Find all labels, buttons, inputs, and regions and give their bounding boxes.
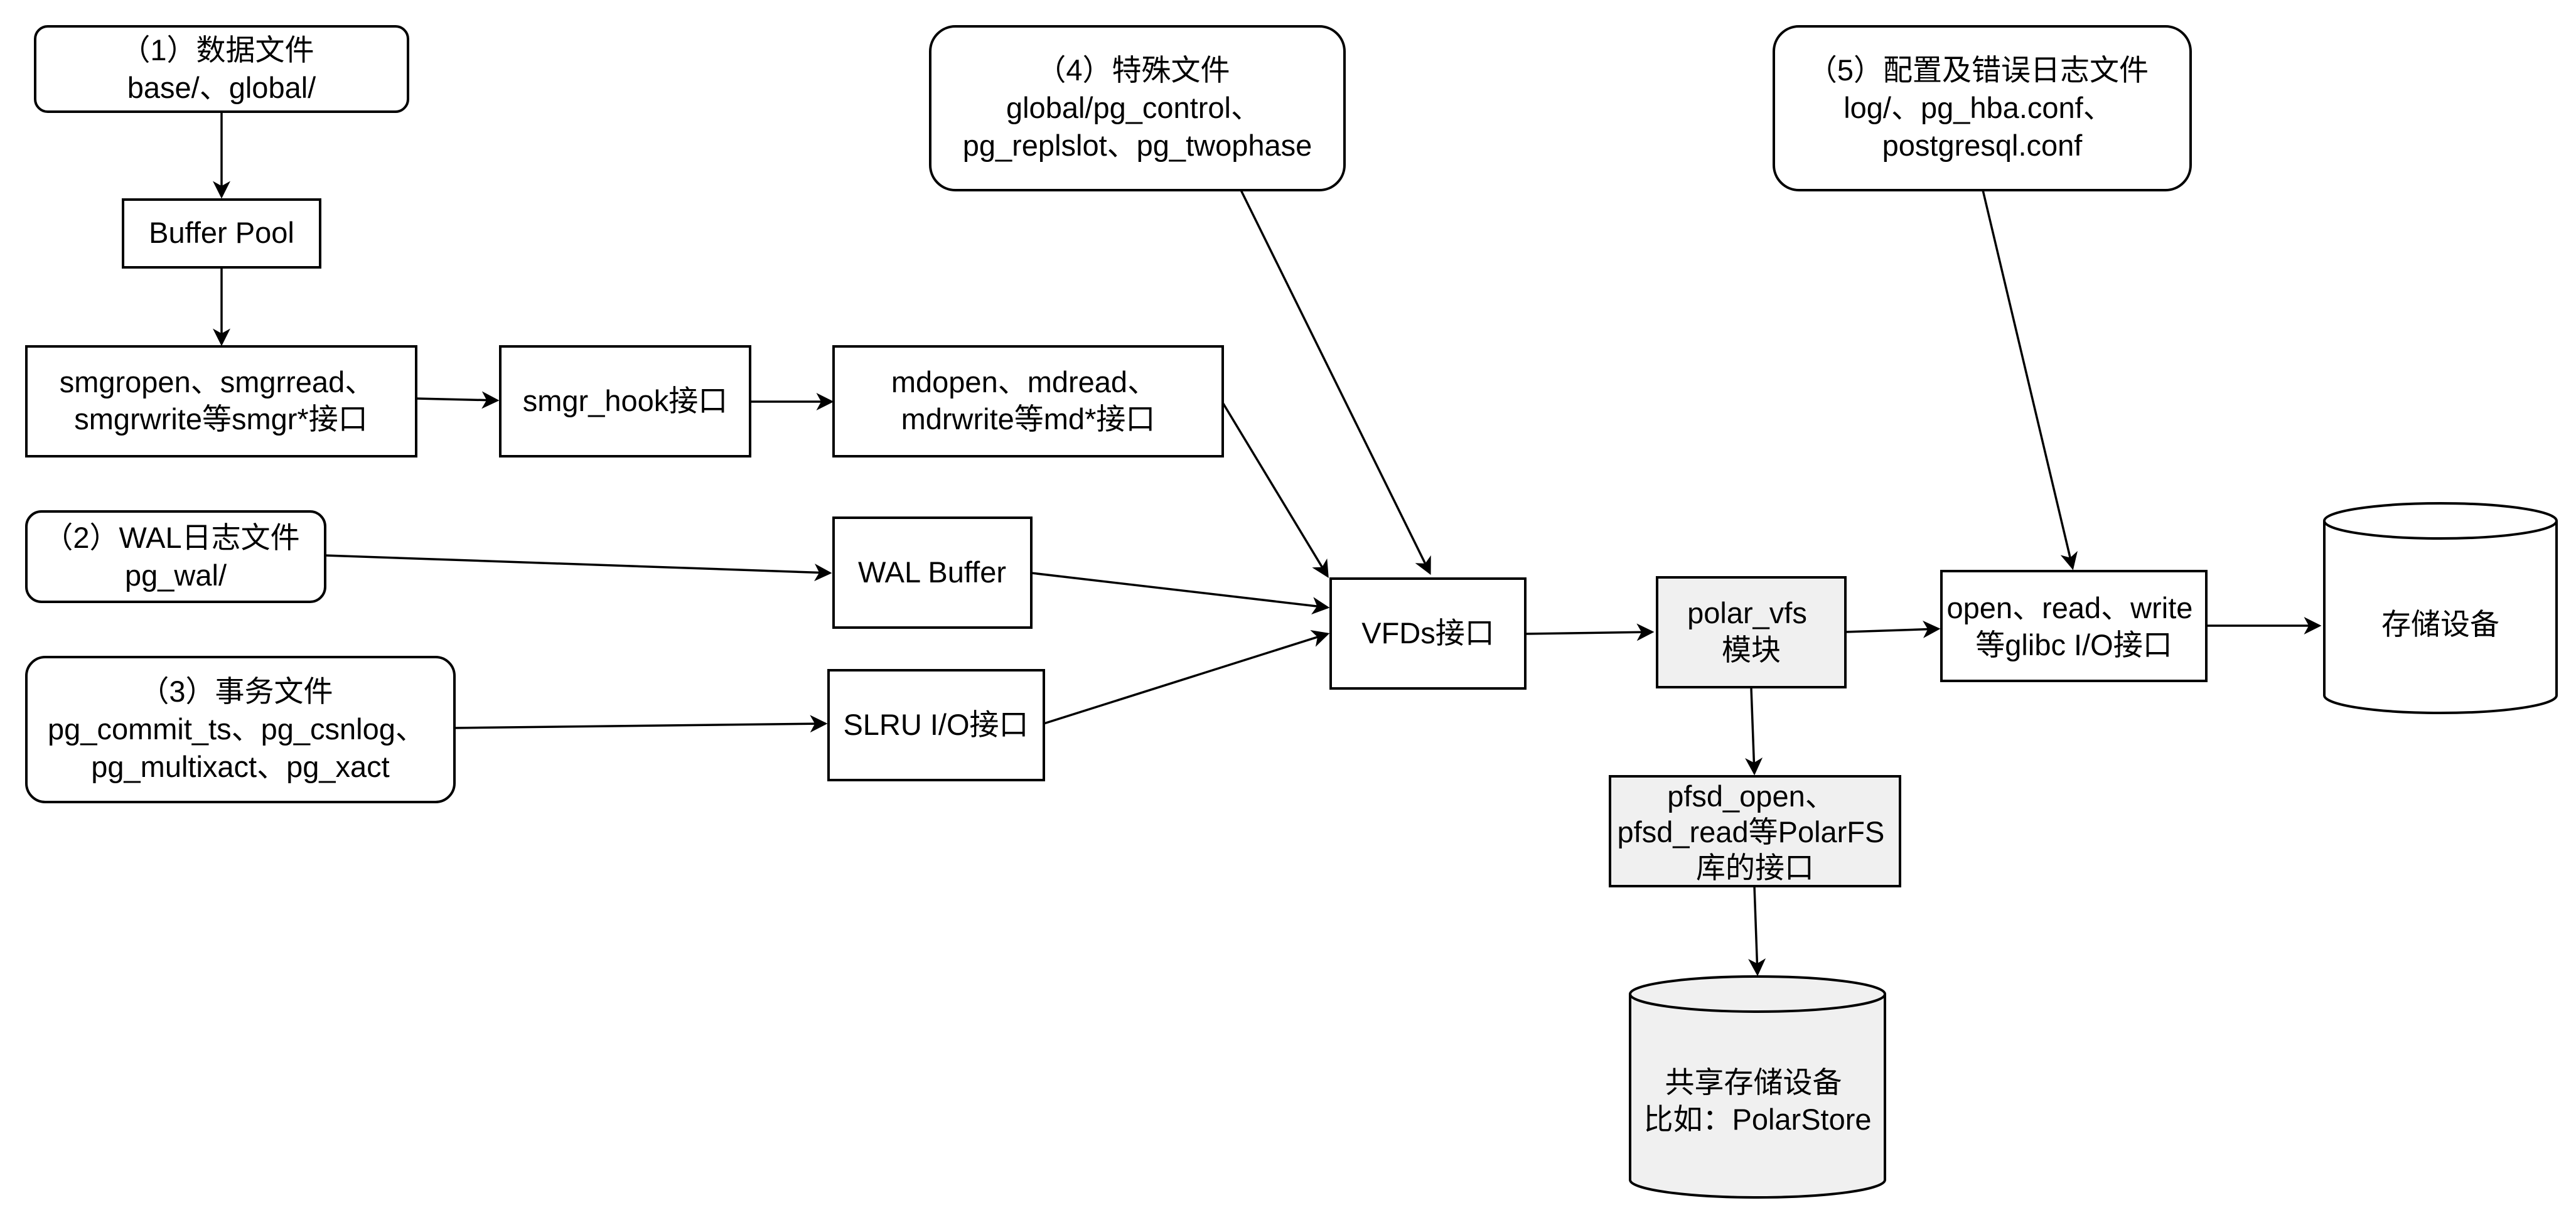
node-vfd-api: VFDs接口: [1329, 577, 1527, 690]
node-config-files: （5）配置及错误日志文件 log/、pg_hba.conf、 postgresq…: [1773, 25, 2192, 191]
node-glibc-io-text: open、read、write 等glibc I/O接口: [1947, 591, 2201, 661]
node-md-api: mdopen、mdread、 mdrwrite等md*接口: [832, 345, 1224, 458]
node-data-files-text: （1）数据文件 base/、global/: [121, 33, 322, 104]
edge-config-files-to-glibc-io: [1982, 190, 2078, 570]
node-wal-buffer: WAL Buffer: [832, 516, 1033, 629]
node-txn-files: （3）事务文件 pg_commit_ts、pg_csnlog、 pg_multi…: [25, 656, 456, 803]
edges: [213, 112, 2322, 977]
edge-wal-files-to-wal-buffer: [325, 554, 832, 582]
node-polar-vfs-text: polar_vfs 模块: [1687, 596, 1815, 666]
node-special-files-text: （4）特殊文件 global/pg_control、 pg_replslot、p…: [963, 53, 1312, 162]
node-txn-files-text: （3）事务文件 pg_commit_ts、pg_csnlog、 pg_multi…: [48, 675, 433, 783]
node-data-files: （1）数据文件 base/、global/: [34, 25, 409, 113]
node-vfd-api-text: VFDs接口: [1361, 616, 1495, 650]
node-shared-storage: 共享存储设备 比如：PolarStore: [1629, 975, 1886, 1199]
edge-pfsd-api-to-shared-storage: [1748, 886, 1766, 977]
edge-special-files-to-vfd-api: [1240, 190, 1431, 575]
node-polar-vfs: polar_vfs 模块: [1656, 576, 1847, 688]
edge-slru-io-to-vfd-api: [1043, 630, 1330, 725]
node-smgr-hook-text: smgr_hook接口: [523, 384, 728, 417]
edge-wal-buffer-to-vfd-api: [1031, 572, 1330, 615]
edge-txn-files-to-slru-io: [454, 715, 828, 733]
node-slru-io-text: SLRU I/O接口: [843, 708, 1028, 741]
node-smgr-api: smgropen、smgrread、 smgrwrite等smgr*接口: [25, 345, 417, 458]
node-pfsd-api: pfsd_open、 pfsd_read等PolarFS 库的接口: [1609, 775, 1901, 887]
node-wal-files-text: （2）WAL日志文件 pg_wal/: [43, 521, 308, 592]
node-smgr-hook: smgr_hook接口: [499, 345, 751, 458]
edge-polar-vfs-to-glibc-io: [1845, 620, 1941, 638]
node-buffer-pool-text: Buffer Pool: [149, 216, 294, 249]
node-wal-files: （2）WAL日志文件 pg_wal/: [25, 510, 326, 603]
node-md-api-text: mdopen、mdread、 mdrwrite等md*接口: [891, 365, 1165, 436]
node-slru-io: SLRU I/O接口: [827, 669, 1045, 781]
node-storage-text: 存储设备: [2381, 607, 2499, 641]
node-buffer-pool: Buffer Pool: [122, 198, 321, 269]
edge-smgr-api-to-smgr-hook: [416, 391, 500, 409]
nodes: （1）数据文件 base/、global/ Buffer Pool smgrop…: [25, 25, 2558, 1199]
edge-md-api-to-vfd-api: [1221, 401, 1329, 578]
node-config-files-text: （5）配置及错误日志文件 log/、pg_hba.conf、 postgresq…: [1808, 53, 2157, 162]
node-wal-buffer-text: WAL Buffer: [858, 555, 1006, 589]
node-pfsd-api-text: pfsd_open、 pfsd_read等PolarFS 库的接口: [1618, 779, 1893, 884]
node-shared-storage-text: 共享存储设备 比如：PolarStore: [1643, 1066, 1871, 1136]
node-glibc-io: open、read、write 等glibc I/O接口: [1940, 570, 2208, 682]
edge-polar-vfs-to-pfsd-api: [1745, 688, 1763, 776]
node-storage: 存储设备: [2323, 502, 2558, 714]
node-smgr-api-text: smgropen、smgrread、 smgrwrite等smgr*接口: [60, 365, 383, 436]
node-special-files: （4）特殊文件 global/pg_control、 pg_replslot、p…: [929, 25, 1346, 191]
edge-vfd-api-to-polar-vfs: [1525, 623, 1655, 641]
